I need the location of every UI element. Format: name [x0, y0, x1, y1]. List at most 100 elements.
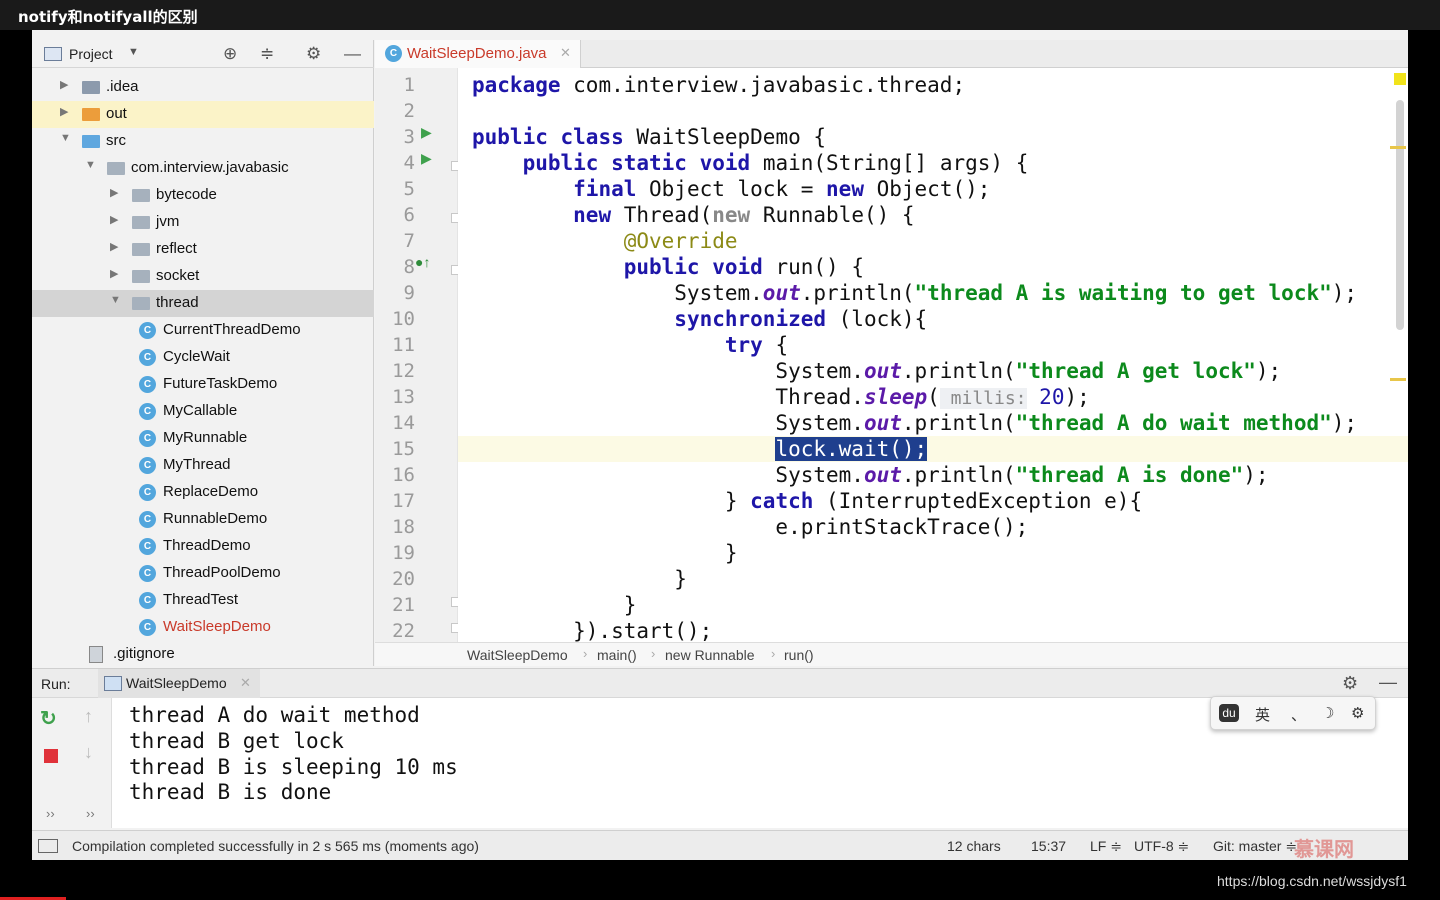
close-icon[interactable]: ✕ — [240, 675, 251, 690]
chevron-down-icon[interactable]: ▼ — [128, 46, 139, 58]
tool-windows-icon[interactable] — [38, 839, 58, 853]
code-token: final — [573, 177, 637, 201]
tree-item[interactable]: ▼com.interview.javabasic — [32, 155, 374, 182]
run-icon[interactable]: ▶ — [421, 150, 432, 166]
chevron-right-icon[interactable]: ▶ — [110, 214, 119, 226]
rerun-icon[interactable]: ↻ — [40, 708, 57, 730]
breadcrumb-method[interactable]: main() — [597, 647, 637, 663]
run-tab-waitsleepdemo[interactable]: WaitSleepDemo ✕ — [98, 669, 260, 698]
tab-waitsleepdemo[interactable]: C WaitSleepDemo.java ✕ — [375, 40, 581, 68]
code-line[interactable]: @Override — [458, 228, 1408, 254]
inspection-status-icon[interactable] — [1394, 73, 1406, 85]
chevron-right-icon[interactable]: ▶ — [60, 79, 69, 91]
locate-icon[interactable]: ⊕ — [223, 44, 238, 63]
down-arrow-icon[interactable]: ↓ — [84, 742, 93, 762]
code-line[interactable]: package com.interview.javabasic.thread; — [458, 72, 1408, 98]
code-line[interactable]: System.out.println("thread A is done"); — [458, 462, 1408, 488]
folder-icon — [82, 135, 100, 148]
code-line[interactable]: new Thread(new Runnable() { — [458, 202, 1408, 228]
gear-icon[interactable]: ⚙ — [306, 44, 322, 63]
ime-lang-toggle[interactable]: 英 — [1255, 707, 1271, 724]
editor-scrollbar[interactable] — [1396, 100, 1404, 330]
code-line[interactable]: } — [458, 566, 1408, 592]
code-line[interactable]: public class WaitSleepDemo { — [458, 124, 1408, 150]
breadcrumb-anon-class[interactable]: new Runnable — [665, 647, 755, 663]
line-separator[interactable]: LF ≑ — [1090, 838, 1122, 854]
chevron-down-icon[interactable]: ▼ — [85, 159, 96, 171]
code-line[interactable]: lock.wait(); — [458, 436, 1408, 462]
tree-item[interactable]: .gitignore — [32, 641, 374, 668]
tree-item[interactable]: ▼thread — [32, 290, 374, 317]
code-line[interactable]: System.out.println("thread A get lock"); — [458, 358, 1408, 384]
code-line[interactable]: }).start(); — [458, 618, 1408, 642]
code-line[interactable]: } — [458, 540, 1408, 566]
code-line[interactable]: System.out.println("thread A is waiting … — [458, 280, 1408, 306]
stop-icon[interactable] — [44, 749, 58, 763]
run-console[interactable]: thread A do wait method thread B get loc… — [112, 698, 1408, 828]
video-progress[interactable] — [0, 897, 66, 900]
code-line[interactable] — [458, 98, 1408, 124]
ime-punct-toggle[interactable]: 、 — [1291, 707, 1307, 724]
scroll-marker[interactable] — [1390, 146, 1406, 149]
chevron-down-icon[interactable]: ▼ — [110, 294, 121, 306]
chevron-right-icon[interactable]: ▶ — [110, 268, 119, 280]
ime-logo-icon[interactable]: du — [1219, 704, 1239, 722]
code-line[interactable]: public static void main(String[] args) { — [458, 150, 1408, 176]
tree-item[interactable]: ▼src — [32, 128, 374, 155]
code-line[interactable]: System.out.println("thread A do wait met… — [458, 410, 1408, 436]
code-line[interactable]: } — [458, 592, 1408, 618]
tree-item[interactable]: ▶reflect — [32, 236, 374, 263]
more-actions-icon[interactable]: ›› — [86, 806, 95, 821]
code-line[interactable]: Thread.sleep( millis: 20); — [458, 384, 1408, 410]
gear-icon[interactable]: ⚙ — [1342, 673, 1359, 693]
tree-item[interactable]: ▶out — [32, 101, 374, 128]
run-icon[interactable]: ▶ — [421, 124, 432, 140]
scroll-marker[interactable] — [1390, 378, 1406, 381]
moon-icon[interactable]: ☽ — [1321, 705, 1335, 722]
tree-item[interactable]: ▶.idea — [32, 74, 374, 101]
chevron-right-icon[interactable]: ▶ — [110, 187, 119, 199]
breadcrumb-run[interactable]: run() — [784, 647, 814, 663]
code-line[interactable]: synchronized (lock){ — [458, 306, 1408, 332]
code-line[interactable]: try { — [458, 332, 1408, 358]
code-editor[interactable]: 💡 package com.interview.javabasic.thread… — [458, 68, 1408, 642]
package-icon — [132, 243, 150, 256]
breadcrumb-class[interactable]: WaitSleepDemo — [467, 647, 568, 663]
tree-item[interactable]: ▶bytecode — [32, 182, 374, 209]
up-arrow-icon[interactable]: ↑ — [84, 706, 93, 726]
override-method-icon[interactable]: ●↑ — [415, 254, 431, 270]
collapse-all-icon[interactable]: ≑ — [260, 44, 275, 63]
code-line[interactable]: public void run() { — [458, 254, 1408, 280]
close-icon[interactable]: ✕ — [560, 45, 571, 60]
chevron-right-icon[interactable]: ▶ — [110, 241, 119, 253]
cursor-position[interactable]: 15:37 — [1031, 838, 1067, 854]
tree-item[interactable]: ▶socket — [32, 263, 374, 290]
hide-panel-icon[interactable]: — — [344, 44, 361, 63]
git-branch[interactable]: Git: master ≑ — [1213, 838, 1298, 854]
tree-item[interactable]: ▶jvm — [32, 209, 374, 236]
file-encoding[interactable]: UTF-8 ≑ — [1134, 838, 1190, 854]
java-class-icon: C — [139, 403, 156, 420]
chevron-down-icon[interactable]: ▼ — [60, 132, 71, 144]
project-view-selector[interactable]: Project — [69, 46, 113, 62]
chevron-right-icon[interactable]: ▶ — [60, 106, 69, 118]
code-line[interactable]: } catch (InterruptedException e){ — [458, 488, 1408, 514]
more-actions-icon[interactable]: ›› — [46, 806, 55, 821]
code-line[interactable]: final Object lock = new Object(); — [458, 176, 1408, 202]
code-line[interactable]: e.printStackTrace(); — [458, 514, 1408, 540]
gear-icon[interactable]: ⚙ — [1351, 705, 1365, 722]
minimize-icon[interactable]: — — [1379, 672, 1397, 692]
